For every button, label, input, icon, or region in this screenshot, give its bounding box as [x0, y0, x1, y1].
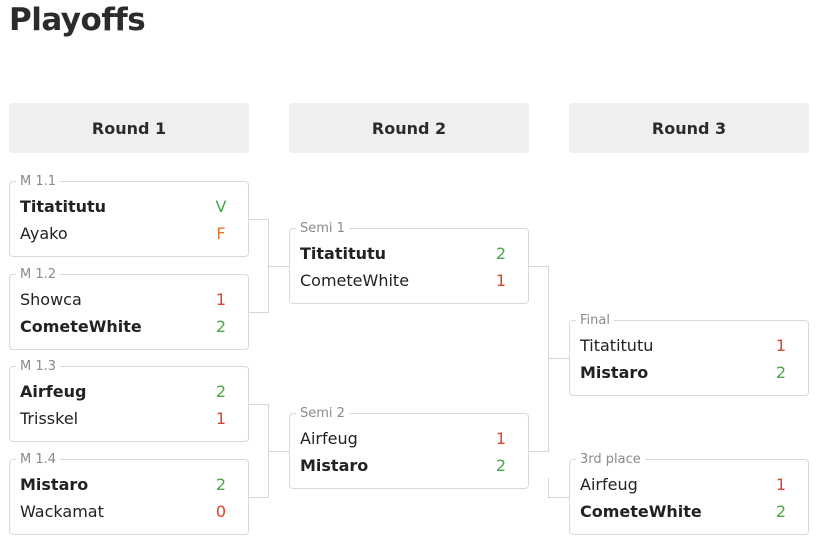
match-m1-4[interactable]: M 1.4 Mistaro 2 Wackamat 0 [9, 452, 249, 535]
page-title: Playoffs [9, 2, 146, 38]
match-label: Final [576, 313, 614, 328]
player-row[interactable]: Ayako F [20, 220, 228, 247]
player-score: 2 [215, 475, 227, 494]
player-row[interactable]: Wackamat 0 [20, 498, 228, 525]
player-name: Ayako [20, 224, 68, 243]
match-semi-1[interactable]: Semi 1 Titatitutu 2 CometeWhite 1 [289, 221, 529, 304]
connector-line [268, 266, 289, 267]
player-name: Mistaro [580, 363, 649, 382]
player-name: Airfeug [580, 475, 638, 494]
player-name: Wackamat [20, 502, 104, 521]
player-score: 2 [495, 244, 507, 263]
player-score: 2 [775, 502, 787, 521]
connector-line [548, 266, 549, 452]
round-3-header: Round 3 [569, 103, 809, 153]
match-label: M 1.4 [16, 452, 61, 467]
player-name: CometeWhite [580, 502, 702, 521]
round-1-header: Round 1 [9, 103, 249, 153]
player-score: 1 [495, 271, 507, 290]
player-row[interactable]: Airfeug 2 [20, 378, 228, 405]
match-m1-2[interactable]: M 1.2 Showca 1 CometeWhite 2 [9, 267, 249, 350]
player-score: F [216, 224, 226, 243]
player-score: 2 [215, 317, 227, 336]
player-name: Trisskel [20, 409, 79, 428]
match-third-place[interactable]: 3rd place Airfeug 1 CometeWhite 2 [569, 452, 809, 535]
player-name: Titatitutu [20, 197, 107, 216]
player-score: 1 [215, 409, 227, 428]
player-name: Mistaro [20, 475, 89, 494]
connector-line [268, 451, 289, 452]
player-name: Titatitutu [580, 336, 654, 355]
connector-line [249, 312, 269, 313]
player-row[interactable]: CometeWhite 2 [20, 313, 228, 340]
player-score: 0 [215, 502, 227, 521]
player-score: 1 [215, 290, 227, 309]
connector-line [548, 358, 569, 359]
player-name: CometeWhite [20, 317, 142, 336]
match-label: Semi 1 [296, 221, 349, 236]
player-row[interactable]: Titatitutu V [20, 193, 228, 220]
connector-line [249, 404, 269, 405]
player-score: 2 [215, 382, 227, 401]
player-row[interactable]: Airfeug 1 [580, 471, 788, 498]
connector-line [249, 219, 269, 220]
player-row[interactable]: Trisskel 1 [20, 405, 228, 432]
match-label: 3rd place [576, 452, 645, 467]
player-row[interactable]: Airfeug 1 [300, 425, 508, 452]
match-m1-3[interactable]: M 1.3 Airfeug 2 Trisskel 1 [9, 359, 249, 442]
player-name: CometeWhite [300, 271, 410, 290]
player-score: 1 [775, 475, 787, 494]
player-name: Showca [20, 290, 82, 309]
match-label: M 1.2 [16, 267, 61, 282]
player-score: 1 [495, 429, 507, 448]
player-row[interactable]: CometeWhite 1 [300, 267, 508, 294]
player-row[interactable]: Mistaro 2 [580, 359, 788, 386]
connector-line [548, 497, 569, 498]
player-row[interactable]: Titatitutu 2 [300, 240, 508, 267]
connector-line [529, 451, 549, 452]
match-final[interactable]: Final Titatitutu 1 Mistaro 2 [569, 313, 809, 396]
player-row[interactable]: Showca 1 [20, 286, 228, 313]
player-row[interactable]: Mistaro 2 [20, 471, 228, 498]
player-score: 2 [495, 456, 507, 475]
match-semi-2[interactable]: Semi 2 Airfeug 1 Mistaro 2 [289, 406, 529, 489]
connector-line [548, 478, 549, 497]
player-score: 2 [775, 363, 787, 382]
player-row[interactable]: Mistaro 2 [300, 452, 508, 479]
connector-line [249, 497, 269, 498]
connector-line [529, 266, 549, 267]
player-score: V [215, 197, 227, 216]
player-name: Titatitutu [300, 244, 387, 263]
round-2-header: Round 2 [289, 103, 529, 153]
player-name: Mistaro [300, 456, 369, 475]
match-label: M 1.1 [16, 174, 61, 189]
player-row[interactable]: CometeWhite 2 [580, 498, 788, 525]
player-name: Airfeug [20, 382, 87, 401]
match-label: Semi 2 [296, 406, 349, 421]
player-row[interactable]: Titatitutu 1 [580, 332, 788, 359]
match-m1-1[interactable]: M 1.1 Titatitutu V Ayako F [9, 174, 249, 257]
player-score: 1 [775, 336, 787, 355]
match-label: M 1.3 [16, 359, 61, 374]
player-name: Airfeug [300, 429, 358, 448]
